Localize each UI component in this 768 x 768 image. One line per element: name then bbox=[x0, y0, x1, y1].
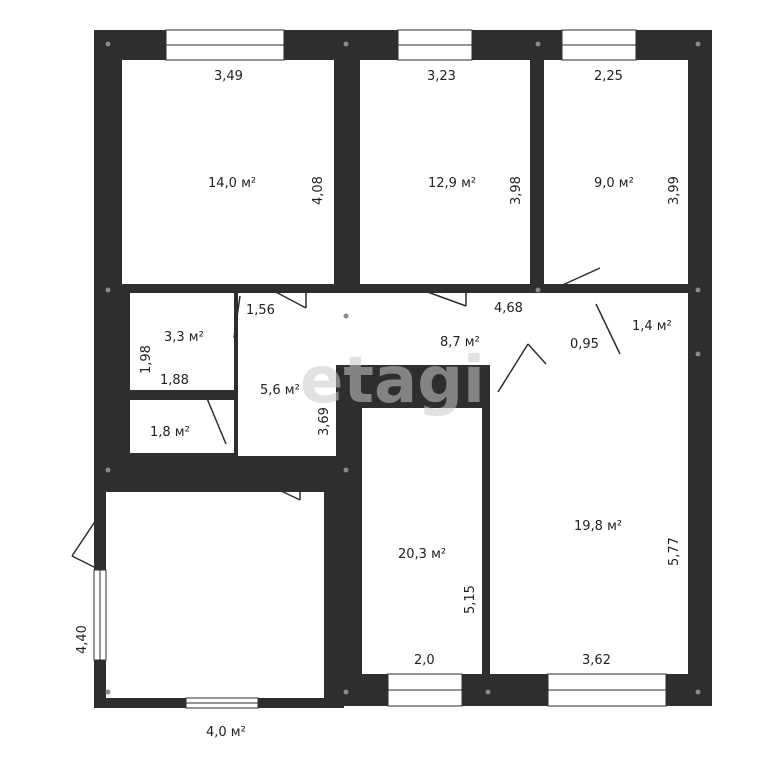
door-room-5 bbox=[205, 395, 227, 445]
room-2-height: 3,98 bbox=[509, 176, 524, 205]
room-floor-6 bbox=[238, 293, 336, 456]
room-floor-11 bbox=[106, 492, 324, 698]
door-room-11 bbox=[249, 475, 301, 501]
door-room-3 bbox=[555, 267, 601, 289]
door-room-10 bbox=[497, 343, 547, 393]
room-4-area: 3,3 м² bbox=[164, 330, 204, 345]
room-floor-5 bbox=[130, 400, 234, 453]
room-6-height: 3,69 bbox=[317, 407, 332, 436]
room-11-area: 4,0 м² bbox=[206, 725, 246, 740]
room-10-area: 19,8 м² bbox=[574, 519, 622, 534]
room-labels: 14,0 м² 3,49 4,08 12,9 м² 3,23 3,98 9,0 … bbox=[75, 69, 682, 740]
watermark-text: etagi bbox=[300, 344, 485, 418]
room-3-height: 3,99 bbox=[667, 176, 682, 205]
room-2-width: 3,23 bbox=[427, 69, 456, 84]
door-annex-exterior bbox=[71, 513, 101, 571]
room-floor-3 bbox=[544, 60, 688, 284]
room-10-width: 3,62 bbox=[582, 653, 611, 668]
room-floors bbox=[0, 60, 768, 768]
room-6-area: 5,6 м² bbox=[260, 383, 300, 398]
wall-dots bbox=[105, 41, 701, 695]
room-floor-1 bbox=[122, 60, 334, 284]
room-floor-4 bbox=[130, 293, 234, 390]
room-10-height: 5,77 bbox=[667, 537, 682, 566]
room-4-height: 1,98 bbox=[139, 345, 154, 374]
room-3-area: 9,0 м² bbox=[594, 176, 634, 191]
door-room-9 bbox=[391, 385, 433, 405]
room-8-width: 0,95 bbox=[570, 337, 599, 352]
doors bbox=[71, 267, 621, 571]
room-floor-9 bbox=[362, 408, 482, 674]
room-floor-2 bbox=[360, 60, 530, 284]
windows bbox=[93, 29, 667, 709]
room-6-width: 1,56 bbox=[246, 303, 275, 318]
room-5-area: 1,8 м² bbox=[150, 425, 190, 440]
room-3-width: 2,25 bbox=[594, 69, 623, 84]
room-floor-10 bbox=[490, 362, 688, 674]
annex-wall-right bbox=[324, 490, 346, 706]
door-room-2 bbox=[421, 289, 467, 307]
room-8-area: 1,4 м² bbox=[632, 319, 672, 334]
room-1-area: 14,0 м² bbox=[208, 176, 256, 191]
room-2-area: 12,9 м² bbox=[428, 176, 476, 191]
door-room-8 bbox=[595, 303, 621, 355]
room-floor-8 bbox=[620, 296, 688, 354]
room-9-area: 20,3 м² bbox=[398, 547, 446, 562]
room-7-width: 4,68 bbox=[494, 301, 523, 316]
door-room-4 bbox=[233, 295, 241, 339]
room-1-height: 4,08 bbox=[311, 176, 326, 205]
room-4-width: 1,88 bbox=[160, 373, 189, 388]
room-1-width: 3,49 bbox=[214, 69, 243, 84]
room-9-height: 5,15 bbox=[463, 585, 478, 614]
room-9-width: 2,0 bbox=[414, 653, 435, 668]
annex-outside-bottom bbox=[0, 706, 768, 768]
door-room-1 bbox=[271, 289, 307, 309]
room-11-height: 4,40 bbox=[75, 625, 90, 654]
room-7-area: 8,7 м² bbox=[440, 335, 480, 350]
